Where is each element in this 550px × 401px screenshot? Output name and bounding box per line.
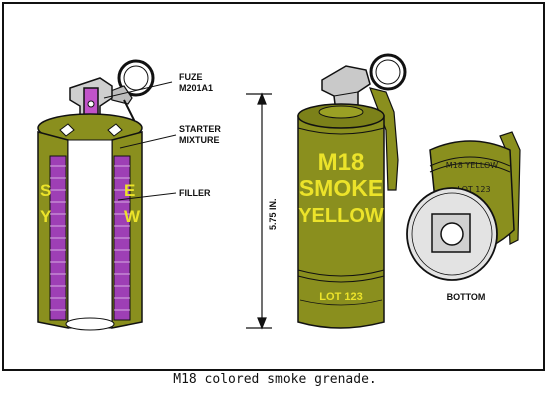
cutaway-letter-s: S [40, 181, 51, 200]
front-marking-lot: LOT 123 [319, 291, 362, 303]
figure-caption: M18 colored smoke grenade. [173, 372, 377, 387]
bottom-view-lot: LOT 123 [457, 185, 490, 194]
dimension-marker [246, 92, 272, 330]
front-fuze-head [321, 65, 371, 113]
cutaway-letter-y: Y [40, 207, 52, 226]
figure-frame [2, 2, 545, 371]
label-bottom: BOTTOM [447, 292, 486, 302]
front-pull-ring-icon [369, 53, 407, 91]
cutaway-letter-w: W [124, 207, 141, 226]
label-fuze-model: M201A1 [179, 83, 213, 93]
pull-ring-icon [117, 59, 155, 97]
label-dimension: 5.75 IN. [268, 198, 278, 230]
bottom-view-grenade: M18 YELLOW LOT 123 [406, 131, 521, 281]
front-marking-color: YELLOW [298, 205, 384, 227]
front-marking-smoke: SMOKE [299, 175, 383, 201]
cutaway-letter-e: E [124, 181, 135, 200]
label-mixture: MIXTURE [179, 135, 220, 145]
label-fuze: FUZE [179, 72, 203, 82]
label-filler: FILLER [179, 188, 211, 198]
bottom-view-top-marking: M18 YELLOW [446, 161, 498, 170]
label-starter: STARTER [179, 124, 221, 134]
cutaway-grenade: S Y E W [37, 59, 155, 331]
emission-hole [440, 222, 464, 246]
leader-lines [103, 81, 177, 201]
front-marking-m18: M18 [318, 149, 365, 176]
front-view-grenade: M18 SMOKE YELLOW LOT 123 [297, 53, 407, 329]
